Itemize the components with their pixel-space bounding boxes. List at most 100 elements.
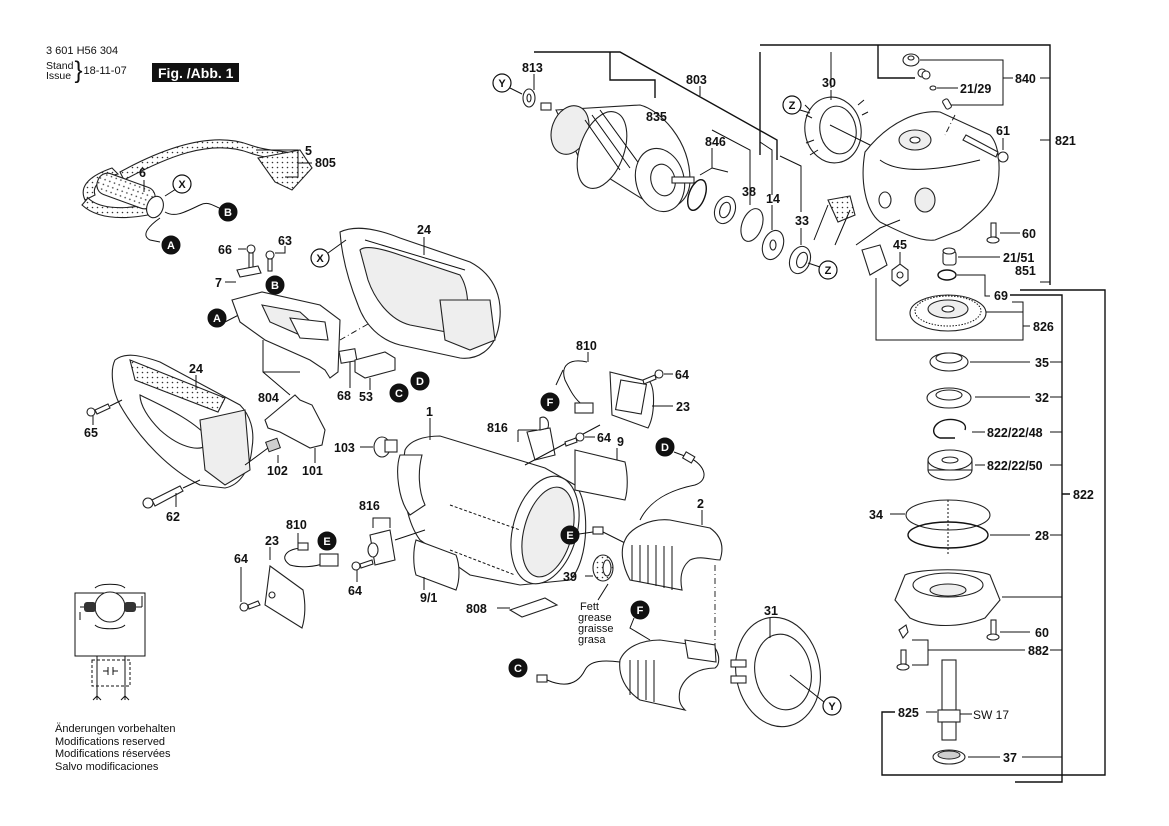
screws-882: 882	[896, 624, 1062, 671]
notice-es: Salvo modificaciones	[55, 760, 159, 773]
connector-b-cord: B	[218, 202, 238, 222]
label-24-lower: 24	[189, 362, 203, 376]
label-882: 882	[1028, 644, 1049, 658]
label-23-lower: 23	[265, 534, 279, 548]
label-64-cap-lower: 64	[234, 552, 248, 566]
plug-103: 103	[334, 436, 398, 458]
notice-fr: Modifications réservées	[55, 748, 171, 760]
connector-x2-label: X	[316, 253, 324, 265]
label-31: 31	[764, 604, 778, 618]
connector-c-lower: C	[508, 658, 621, 685]
label-sw17: SW 17	[973, 708, 1009, 722]
screw-64-lower: 64	[348, 559, 374, 598]
brush-holder-816-upper: 816	[487, 416, 601, 466]
connector-b2-label: B	[271, 280, 279, 292]
connector-c2-label: C	[514, 663, 522, 675]
label-7: 7	[215, 276, 222, 290]
connector-y-armature: Y	[492, 73, 523, 95]
connector-e-lower: E	[317, 531, 337, 551]
label-53: 53	[359, 390, 373, 404]
label-822-22-50: 822/22/50	[987, 459, 1043, 473]
connector-c-label: C	[395, 388, 403, 400]
label-9: 9	[617, 435, 624, 449]
bearing-822-22-50: 822/22/50	[927, 449, 1062, 481]
plate-7: 7	[215, 265, 262, 290]
connector-d-switch: D	[410, 371, 430, 391]
label-60-flange: 60	[1035, 626, 1049, 640]
label-plate-9: 9	[574, 435, 628, 501]
label-68: 68	[337, 389, 351, 403]
label-62: 62	[166, 510, 180, 524]
bearing-813: 813	[522, 61, 543, 108]
grease-ring-39: 39 Fett grease graisse grasa	[563, 554, 614, 646]
label-851: 851	[1015, 264, 1036, 278]
label-33: 33	[795, 214, 809, 228]
power-cord	[81, 139, 313, 243]
screw-61: 61	[962, 124, 1010, 163]
wiring-schematic	[74, 583, 146, 701]
label-45: 45	[893, 238, 907, 252]
screw-62: 62	[142, 479, 201, 524]
connector-e-label: E	[323, 536, 330, 548]
screw-60-flange: 60	[986, 619, 1049, 641]
brace-icon: }	[74, 57, 83, 84]
lever-101-spring-102: 102 101	[244, 394, 326, 478]
connector-y-baffle: Y	[789, 674, 842, 716]
field-coil-2-upper: 2	[621, 497, 723, 645]
brush-cap-23-lower: 23	[264, 534, 306, 629]
connector-z-label: Z	[825, 265, 832, 277]
connector-y2-label: Y	[498, 78, 506, 90]
notice-en: Modifications reserved	[55, 735, 166, 748]
label-813: 813	[522, 61, 543, 75]
flange-nut-37: 37	[932, 749, 1062, 765]
label-23-upper: 23	[676, 400, 690, 414]
label-816-upper: 816	[487, 421, 508, 435]
screw-64-cap-upper: 64	[642, 368, 689, 385]
crown-gear-826: 826	[875, 294, 1054, 341]
sticker-pad	[813, 195, 856, 246]
label-35: 35	[1035, 356, 1049, 370]
brush-cable-810-lower: 810	[284, 518, 339, 568]
label-803: 803	[686, 73, 707, 87]
label-60-head: 60	[1022, 227, 1036, 241]
connector-x-handle: X	[310, 239, 347, 268]
label-34: 34	[869, 508, 883, 522]
label-64-upper: 64	[597, 431, 611, 445]
connector-e2-label: E	[566, 530, 573, 542]
brush-cable-810-upper: 810	[555, 339, 597, 414]
circlip-69: 69	[937, 269, 1008, 303]
switch-parts-68-53: 68 53	[337, 299, 411, 404]
label-37: 37	[1003, 751, 1017, 765]
handle-half-24-upper: 24	[339, 223, 501, 359]
screw-64-upper: 64	[564, 431, 611, 447]
bearing-35: 35	[929, 352, 1062, 372]
gear-30: 30	[804, 52, 881, 164]
notice-de: Änderungen vorbehalten	[55, 723, 176, 735]
pinion-and-nut-45: 45	[855, 219, 909, 330]
bearing-flange	[894, 569, 1062, 626]
connector-x-cord: X	[164, 174, 192, 197]
label-66: 66	[218, 243, 232, 257]
screw-63: 63	[265, 234, 292, 272]
label-805: 805	[315, 156, 336, 170]
label-28: 28	[1035, 529, 1049, 543]
connector-d2-label: D	[661, 442, 669, 454]
modifications-notice: Änderungen vorbehalten Modifications res…	[55, 723, 175, 773]
motor-housing-1: 1	[397, 405, 587, 586]
connector-c-switch: C	[389, 383, 409, 403]
connector-a2-label: A	[213, 313, 221, 325]
switch-804: 804	[231, 291, 341, 405]
brush-cap-23-upper: 23	[609, 371, 690, 429]
screw-60-head: 60	[986, 222, 1036, 244]
connector-b-switch: B	[265, 275, 285, 295]
label-21-51: 21/51	[1003, 251, 1034, 265]
connector-f-lower: F	[629, 600, 651, 641]
gear-head-housing-821	[862, 111, 1000, 241]
seal-33: 33	[779, 155, 812, 275]
connector-z-seal: Z	[807, 260, 838, 280]
connector-z-gear: Z	[782, 95, 811, 115]
grease-note-de: Fett	[580, 601, 599, 613]
label-63: 63	[278, 234, 292, 248]
